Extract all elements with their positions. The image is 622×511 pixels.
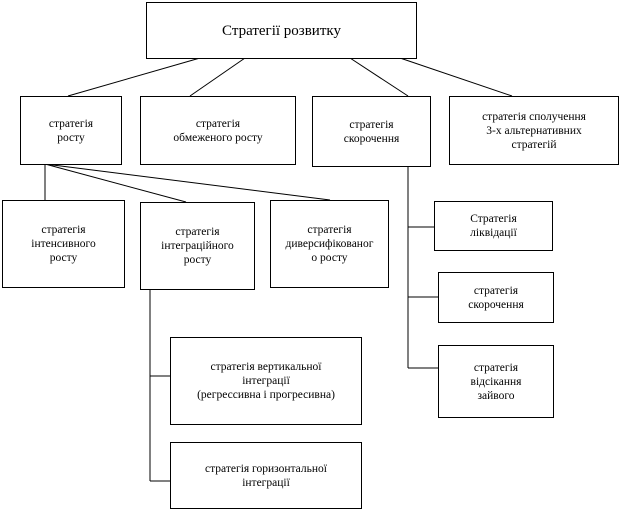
connector-growth-diversification bbox=[44, 163, 331, 201]
node-reduction: стратегія скорочення bbox=[312, 96, 431, 167]
node-limited-growth: стратегія обмеженого росту bbox=[140, 96, 296, 165]
node-reduction-label: стратегія скорочення bbox=[343, 118, 400, 145]
node-diversified-growth-label: стратегія диверсифікованог о росту bbox=[285, 224, 374, 264]
node-diversified-growth: стратегія диверсифікованог о росту bbox=[270, 200, 389, 288]
node-limited-growth-label: стратегія обмеженого росту bbox=[173, 117, 263, 144]
node-horizontal-integration: стратегія горизонтальної інтеграції bbox=[170, 442, 362, 509]
connector-root-reduction bbox=[349, 57, 409, 97]
node-cut-off-excess-label: стратегія відсікання зайвого bbox=[470, 361, 522, 402]
node-intensive-growth: стратегія інтенсивного росту bbox=[2, 200, 125, 288]
node-horizontal-integration-label: стратегія горизонтальної інтеграції bbox=[205, 462, 327, 489]
node-intensive-growth-label: стратегія інтенсивного росту bbox=[31, 224, 96, 264]
connector-root-growth bbox=[67, 57, 201, 97]
root-label: Стратегії розвитку bbox=[222, 22, 341, 39]
node-combination: стратегія сполучення 3-х альтернативних … bbox=[449, 96, 619, 165]
node-liquidation-label: Стратегія ліквідації bbox=[470, 213, 517, 239]
node-cutting-label: стратегія скорочення bbox=[468, 284, 524, 311]
node-cut-off-excess: стратегія відсікання зайвого bbox=[438, 345, 554, 418]
node-vertical-integration-label: стратегія вертикальної інтеграції (регре… bbox=[197, 361, 335, 401]
node-liquidation: Стратегія ліквідації bbox=[434, 201, 553, 251]
node-growth: стратегія росту bbox=[20, 96, 122, 165]
node-integration-growth: стратегія інтеграційного росту bbox=[140, 202, 255, 290]
connector-root-combination bbox=[399, 57, 513, 97]
node-integration-growth-label: стратегія інтеграційного росту bbox=[161, 226, 234, 266]
connector-growth-integration bbox=[44, 163, 187, 203]
node-growth-label: стратегія росту bbox=[48, 117, 94, 144]
root-node: Стратегії розвитку bbox=[146, 2, 417, 59]
connector-root-limited bbox=[189, 57, 246, 97]
node-combination-label: стратегія сполучення 3-х альтернативних … bbox=[482, 110, 586, 151]
node-vertical-integration: стратегія вертикальної інтеграції (регре… bbox=[170, 337, 362, 425]
node-cutting: стратегія скорочення bbox=[438, 272, 554, 323]
